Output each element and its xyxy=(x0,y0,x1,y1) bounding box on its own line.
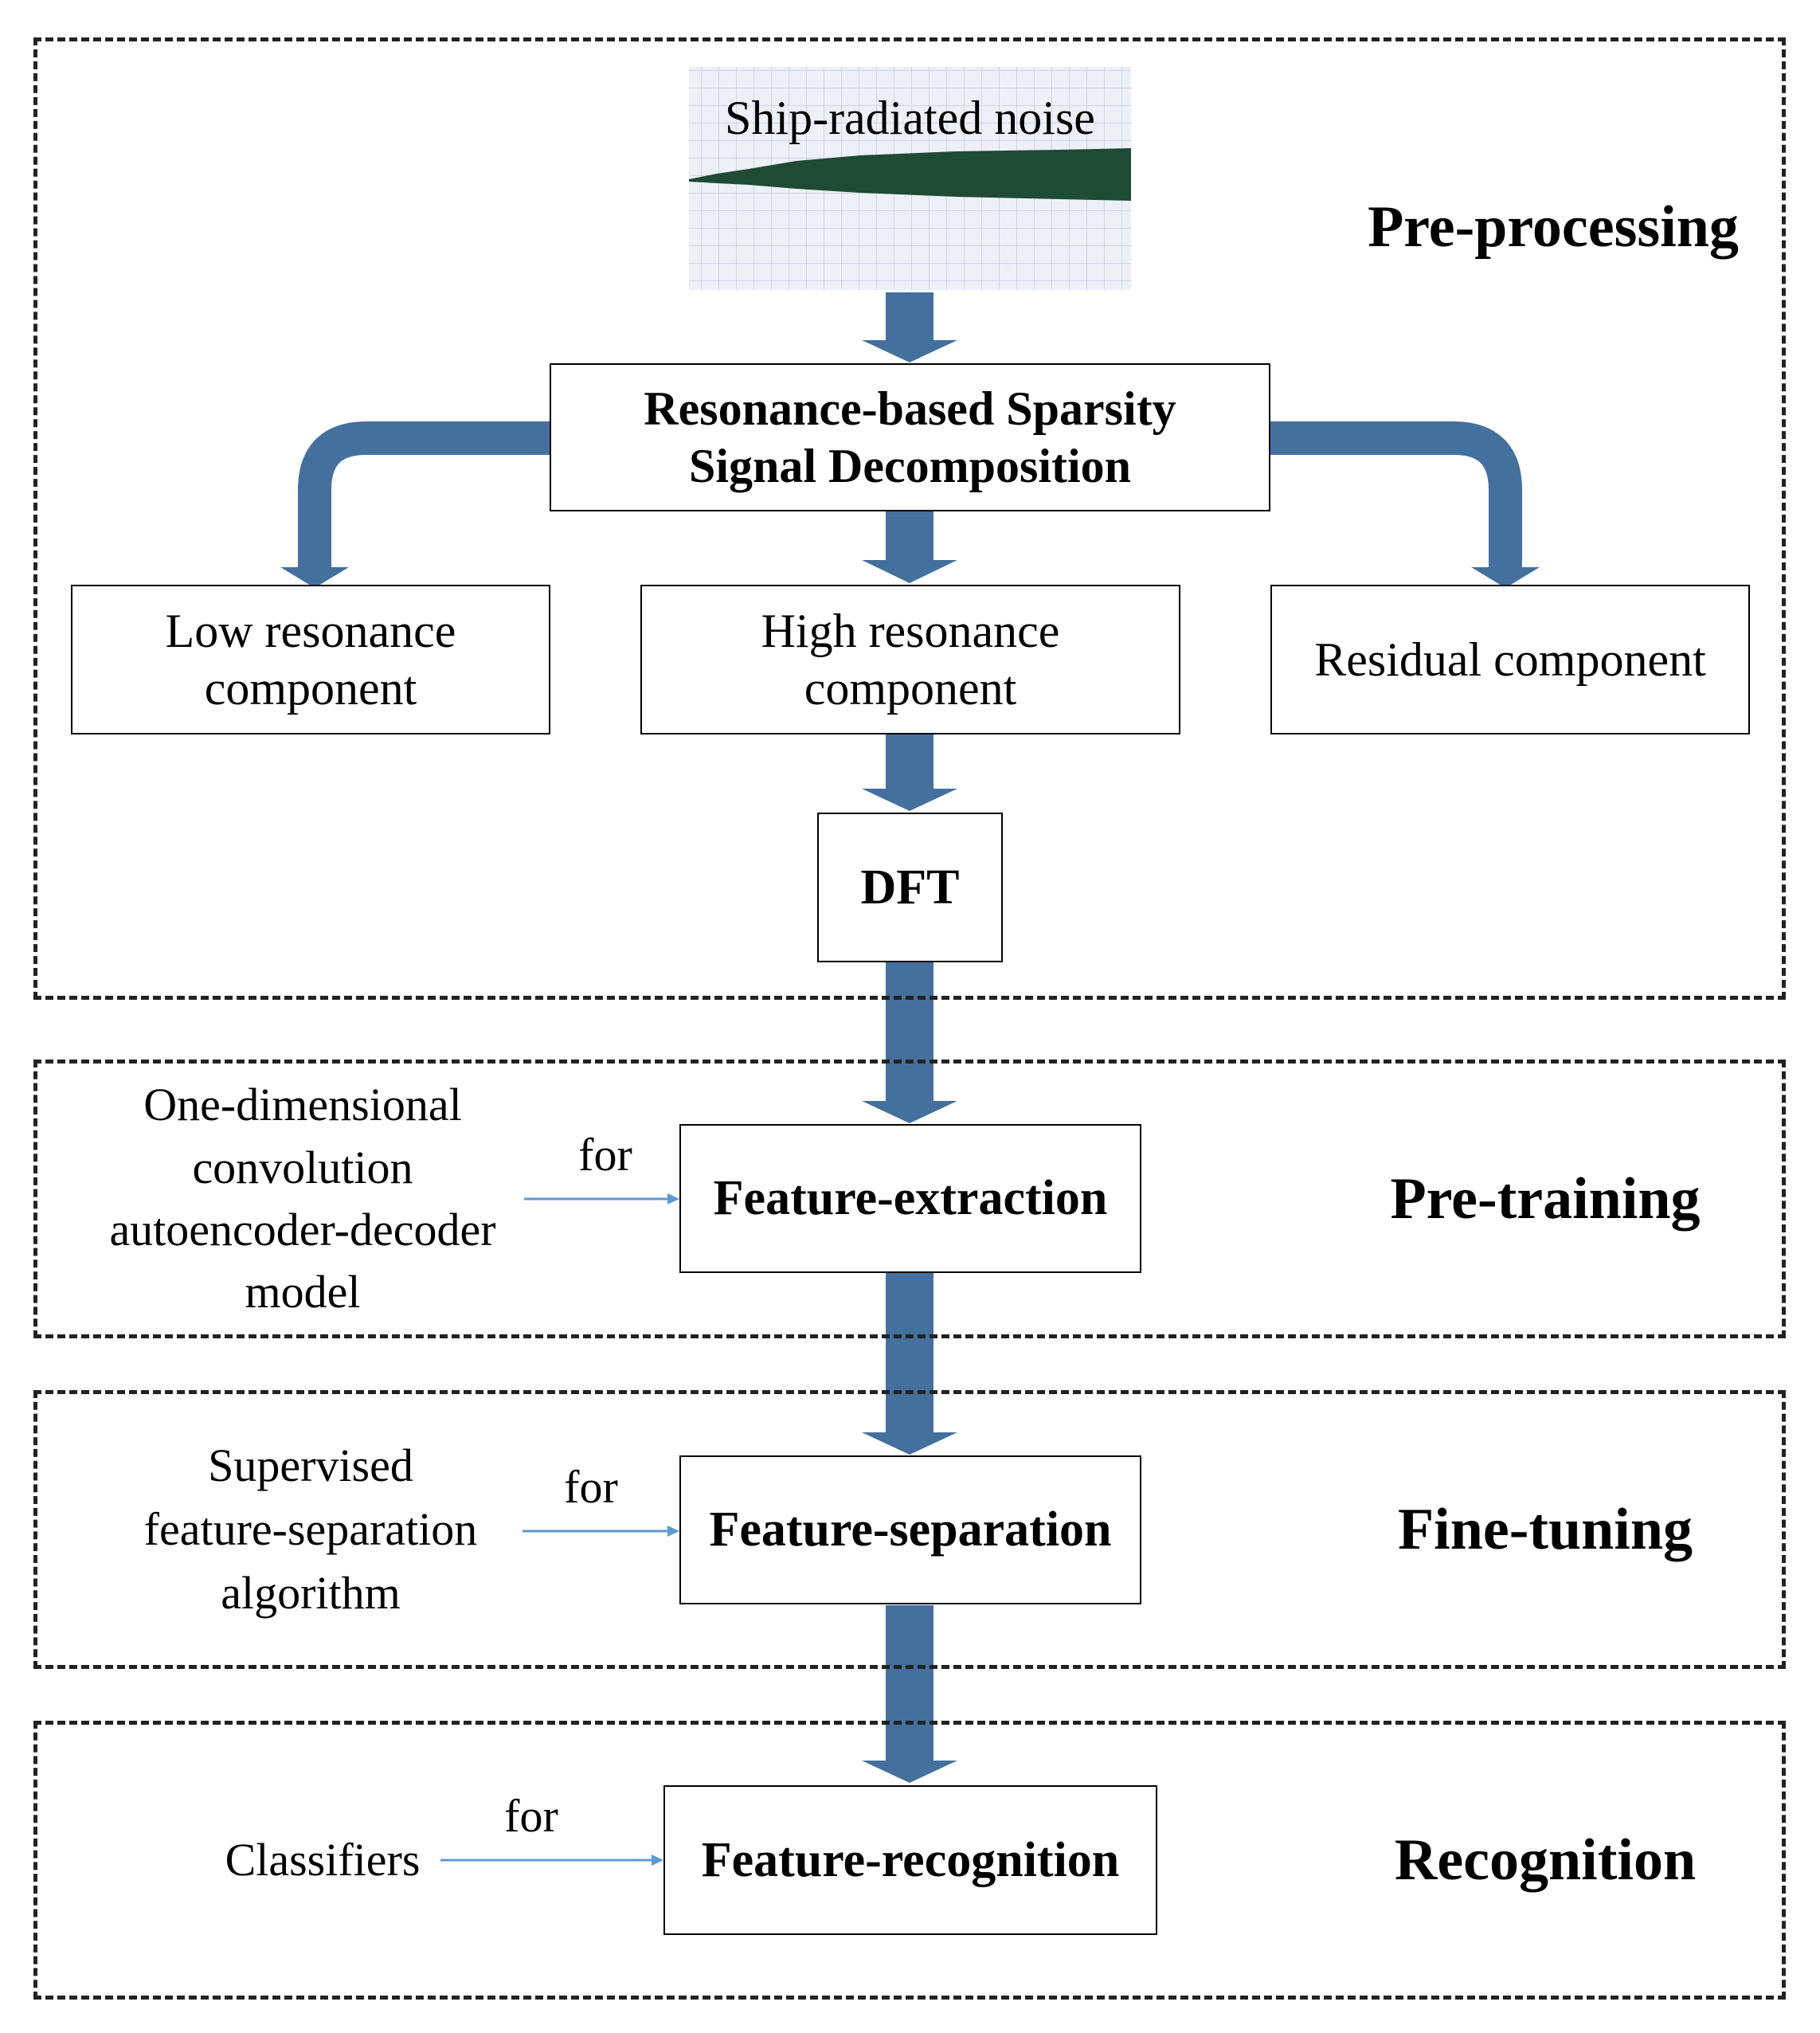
autoencoder-method-label: One-dimensional convolution autoencoder-… xyxy=(109,1079,496,1318)
arrow-separation-to-recognition xyxy=(862,1605,957,1783)
arrow-rssd-to-low xyxy=(298,421,550,567)
stage-preprocessing xyxy=(33,37,1786,1000)
feature-recognition-box: Feature-recognition xyxy=(663,1785,1157,1935)
feature-extraction-box: Feature-extraction xyxy=(679,1124,1141,1273)
for-label-extraction: for xyxy=(578,1129,632,1181)
arrow-high-to-dft xyxy=(862,734,957,811)
arrow-noise-to-rssd xyxy=(862,292,957,362)
high-resonance-box: High resonance component xyxy=(640,585,1180,734)
low-resonance-box: Low resonance component xyxy=(71,585,550,734)
thin-arrow-supervised xyxy=(523,1526,679,1537)
stage-recognition xyxy=(33,1721,1786,2000)
for-label-recognition: for xyxy=(504,1790,558,1843)
feature-separation-box: Feature-separation xyxy=(679,1455,1141,1604)
stage-label-recognition: Recognition xyxy=(1394,1827,1697,1893)
thin-arrow-autoencoder xyxy=(524,1193,679,1205)
stage-pretraining xyxy=(33,1060,1786,1338)
arrow-rssd-to-residual xyxy=(1270,421,1522,567)
supervised-method-label: Supervised feature-separation algorithm xyxy=(143,1439,478,1620)
stage-label-preprocessing: Pre-processing xyxy=(1368,194,1739,260)
arrow-dft-to-extraction xyxy=(862,962,957,1123)
stage-label-pretraining: Pre-training xyxy=(1390,1165,1701,1232)
stage-label-finetuning: Fine-tuning xyxy=(1397,1496,1693,1562)
residual-component-box: Residual component xyxy=(1270,585,1750,734)
waveform-signal xyxy=(689,148,1131,201)
classifiers-label: Classifiers xyxy=(225,1834,421,1886)
arrow-rssd-to-high xyxy=(862,511,957,583)
input-label: Ship-radiated noise xyxy=(725,92,1095,144)
thin-arrow-classifiers xyxy=(440,1855,663,1866)
waveform-image xyxy=(689,67,1131,290)
for-label-separation: for xyxy=(564,1461,618,1514)
arrow-extraction-to-separation xyxy=(862,1273,957,1455)
rssd-box: Resonance-based Sparsity Signal Decompos… xyxy=(550,363,1270,511)
stage-finetuning xyxy=(33,1390,1786,1669)
dft-box: DFT xyxy=(817,813,1003,962)
